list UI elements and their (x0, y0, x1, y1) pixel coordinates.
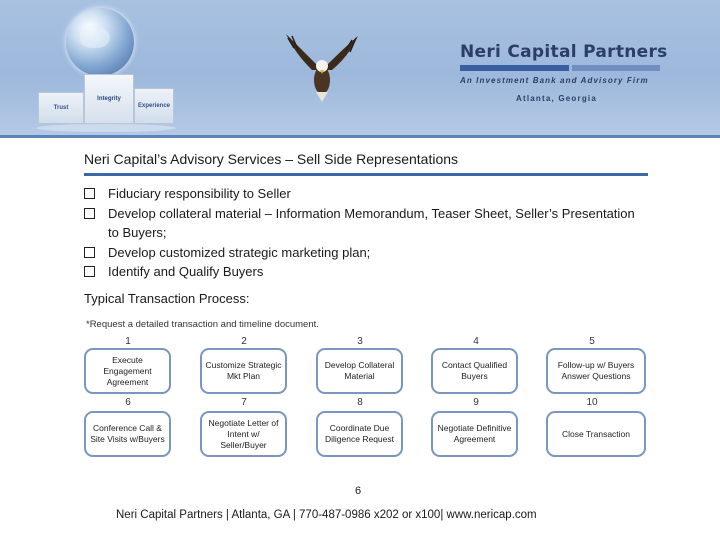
brand-underline (460, 65, 660, 71)
step-number: 9 (473, 397, 479, 408)
checkbox-bullet-icon (84, 188, 100, 199)
page-number: 6 (355, 485, 362, 497)
brand-location: Atlanta, Georgia (516, 94, 597, 103)
process-row-2: Conference Call & Site Visits w/Buyers N… (84, 411, 649, 461)
process-step: Contact Qualified Buyers (431, 348, 518, 394)
brand-block: Neri Capital Partners An Investment Bank… (460, 42, 668, 103)
checkbox-bullet-icon (84, 207, 100, 219)
list-item-text: Develop collateral material – Informatio… (108, 205, 635, 241)
process-heading: Typical Transaction Process: (84, 291, 250, 306)
process-step: Follow-up w/ Buyers Answer Questions (546, 348, 646, 394)
logo-reflection (36, 124, 176, 132)
list-item: Fiduciary responsibility to Seller (84, 184, 644, 204)
process-step: Develop Collateral Material (316, 348, 403, 394)
step-number: 6 (125, 397, 131, 408)
checkbox-bullet-icon (84, 246, 100, 258)
process-step: Customize Strategic Mkt Plan (200, 348, 287, 394)
step-number: 1 (125, 336, 131, 347)
checkbox-bullet-icon (84, 266, 100, 277)
footer-contact: Neri Capital Partners | Atlanta, GA | 77… (116, 509, 537, 521)
brand-tagline: An Investment Bank and Advisory Firm (460, 76, 649, 85)
header-banner: Trust Integrity Experience Neri Capital … (0, 0, 720, 138)
process-row-1: Execute Engagement Agreement Customize S… (84, 348, 649, 398)
request-note: *Request a detailed transaction and time… (86, 319, 319, 330)
process-step: Coordinate Due Diligence Request (316, 411, 403, 457)
list-item: Develop collateral material – Informatio… (84, 204, 644, 243)
trust-cube: Trust (38, 92, 84, 124)
step-number: 4 (473, 336, 479, 347)
step-number: 8 (357, 397, 363, 408)
step-number: 7 (241, 397, 247, 408)
list-item: Develop customized strategic marketing p… (84, 243, 644, 263)
step-number: 10 (586, 397, 598, 408)
process-step: Conference Call & Site Visits w/Buyers (84, 411, 171, 457)
slide-title: Neri Capital’s Advisory Services – Sell … (84, 151, 459, 167)
list-item-text: Develop customized strategic marketing p… (108, 244, 371, 260)
brand-bar-light (572, 65, 660, 71)
integrity-cube: Integrity (84, 74, 134, 124)
step-number: 3 (357, 336, 363, 347)
title-divider (84, 173, 648, 176)
services-list: Fiduciary responsibility to Seller Devel… (84, 184, 644, 282)
list-item: Identify and Qualify Buyers (84, 262, 644, 282)
globe-continent (80, 26, 110, 48)
list-item-text: Identify and Qualify Buyers (108, 264, 264, 279)
process-step: Close Transaction (546, 411, 646, 457)
list-item-text: Fiduciary responsibility to Seller (108, 186, 291, 201)
step-number: 5 (589, 336, 595, 347)
eagle-icon (286, 34, 358, 102)
step-number: 2 (241, 336, 247, 347)
experience-cube: Experience (134, 88, 174, 124)
brand-name: Neri Capital Partners (460, 42, 668, 62)
process-step: Negotiate Definitive Agreement (431, 411, 518, 457)
process-step: Execute Engagement Agreement (84, 348, 171, 394)
globe-icon (66, 8, 134, 76)
brand-bar-dark (460, 65, 570, 71)
process-step: Negotiate Letter of Intent w/ Seller/Buy… (200, 411, 287, 457)
